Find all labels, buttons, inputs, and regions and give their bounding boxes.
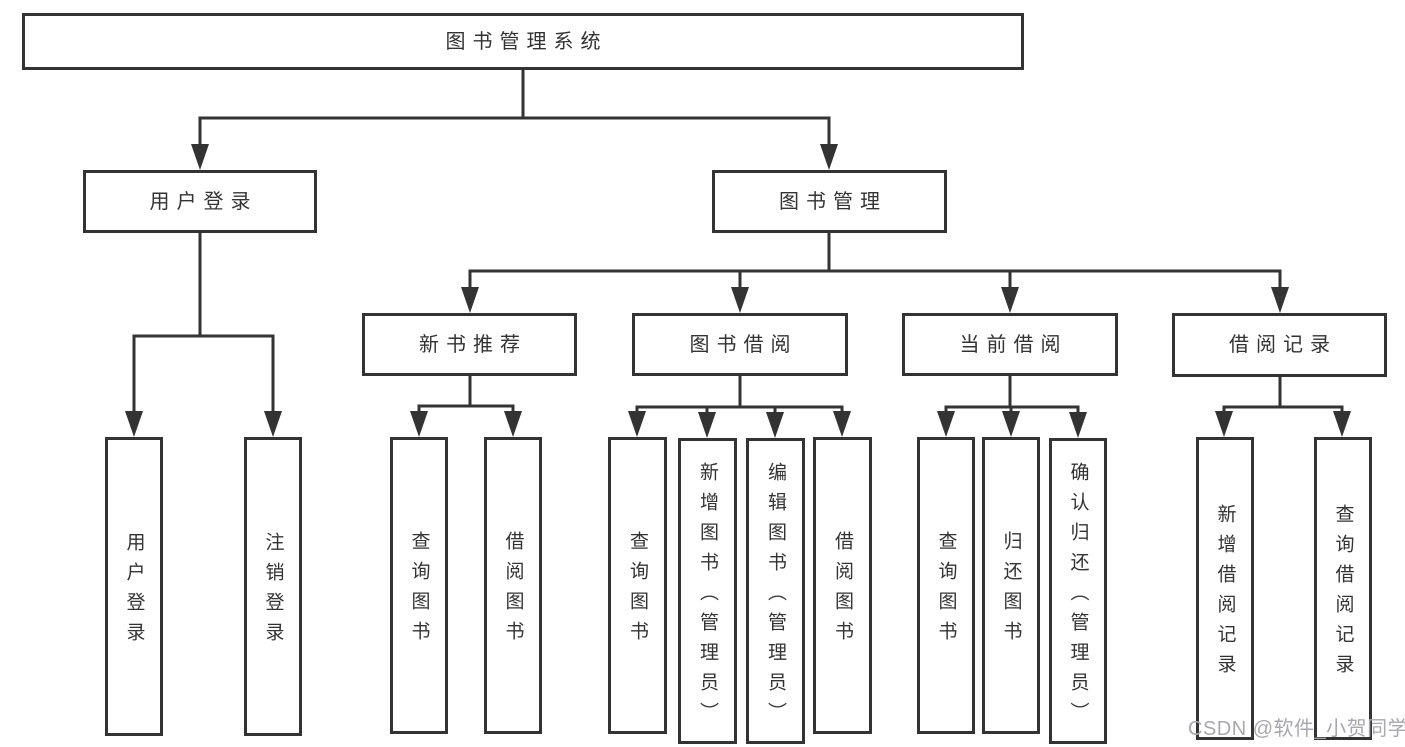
node-label: 查询图书: [935, 531, 957, 651]
node-new-book-recommendation: 新书推荐: [362, 313, 577, 376]
node-label: 新增借阅记录: [1214, 504, 1236, 684]
arrowheads: [125, 144, 1351, 438]
node-label: 确认归还（管理员）: [1067, 461, 1089, 732]
node-book-borrowing: 图书借阅: [632, 313, 848, 376]
node-current-borrowing: 当前借阅: [902, 313, 1118, 376]
leaf-add-borrow-record: 新增借阅记录: [1196, 437, 1254, 740]
leaf-logout-login: 注销登录: [244, 437, 302, 736]
leaf-edit-books-admin: 编辑图书（管理员）: [746, 438, 805, 744]
leaf-user-login: 用户登录: [105, 437, 163, 736]
node-label: 图书借阅: [689, 333, 798, 356]
leaf-query-books-current: 查询图书: [917, 437, 975, 734]
node-label: 新增图书（管理员）: [697, 461, 718, 732]
leaf-query-borrow-record: 查询借阅记录: [1314, 437, 1372, 740]
leaf-confirm-return-admin: 确认归还（管理员）: [1049, 438, 1107, 744]
node-label: 编辑图书（管理员）: [765, 461, 786, 732]
leaf-add-books-admin: 新增图书（管理员）: [678, 438, 737, 744]
leaf-borrow-books-borrowing: 借阅图书: [813, 437, 872, 734]
node-label: 归还图书: [1000, 531, 1022, 651]
node-label: 图书管理: [779, 190, 887, 213]
csdn-watermark: CSDN @软件_小贺同学: [1188, 718, 1405, 740]
node-borrowing-records: 借阅记录: [1172, 313, 1387, 377]
node-label: 新书推荐: [419, 333, 527, 356]
node-label: 借阅图书: [832, 531, 853, 651]
node-library-system: 图书管理系统: [22, 13, 1024, 70]
node-label: 借阅记录: [1229, 334, 1337, 356]
leaf-query-books-borrowing: 查询图书: [608, 437, 667, 734]
node-user-login: 用户登录: [83, 170, 317, 233]
node-label: 当前借阅: [959, 333, 1068, 356]
node-label: 图书管理系统: [445, 30, 608, 53]
node-label: 查询图书: [627, 531, 648, 651]
node-label: 查询图书: [408, 531, 430, 651]
node-label: 查询借阅记录: [1332, 504, 1354, 684]
node-book-management: 图书管理: [712, 170, 947, 233]
leaf-query-books-recommend: 查询图书: [390, 437, 448, 734]
node-label: 注销登录: [262, 532, 284, 652]
node-label: 用户登录: [123, 532, 145, 652]
leaf-borrow-books-recommend: 借阅图书: [484, 437, 542, 734]
node-label: 用户登录: [149, 190, 258, 213]
node-label: 借阅图书: [502, 531, 524, 651]
leaf-return-books: 归还图书: [982, 437, 1040, 734]
